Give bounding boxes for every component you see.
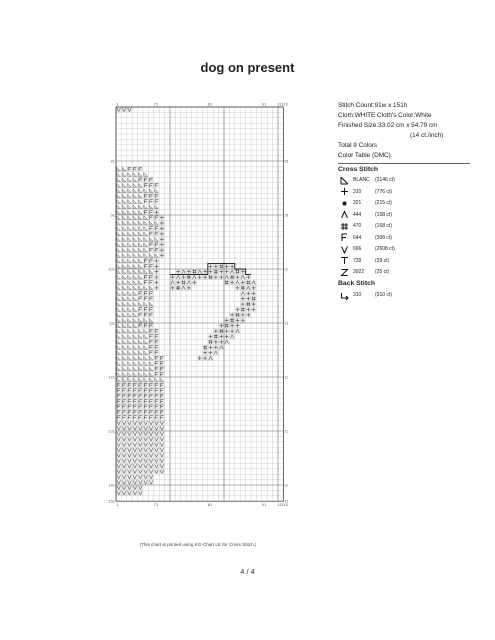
z-icon (340, 268, 349, 277)
top-axis-label: 81 (208, 102, 213, 107)
cross-stitch-legend: BLANC (3146 ct) 310 (776 ct) 321 (215 ct) 444 (… (338, 175, 470, 279)
bottom-axis-label: 81 (208, 502, 213, 507)
stitch-count-value: (158 ct) (375, 211, 392, 218)
back-stitch-legend-row: 310 (910 ct) (338, 289, 470, 301)
left-axis-label: 131 (108, 429, 115, 434)
cross-stitch-legend-row: 310 (776 ct) (338, 186, 470, 198)
left-axis-label: 121 (108, 375, 115, 380)
top-axis-label: 1 (116, 102, 119, 107)
footer-note: (This chart is printed using KG-Chart LE… (139, 542, 257, 547)
dmc-code: 321 (353, 200, 362, 207)
cross-stitch-legend-row: 470 (168 ct) (338, 221, 470, 233)
back-stitch-heading: Back Stitch (338, 280, 376, 288)
cross-stitch-legend-row: BLANC (3146 ct) (338, 175, 470, 187)
right-axis-label: 151 (284, 499, 288, 504)
bottom-axis-label: 1 (116, 502, 119, 507)
stitch-count-value: (3146 ct) (375, 177, 395, 184)
page-number: 4 / 4 (240, 567, 255, 576)
stitch-count-value: (215 ct) (375, 200, 392, 207)
color-table-header: Color Table (DMC) (338, 151, 470, 164)
right-axis-label: 81 (284, 159, 288, 164)
top-axis-label: 111 (277, 102, 284, 107)
dmc-code: 310 (353, 291, 362, 298)
dmc-code: 644 (353, 234, 362, 241)
right-axis-label: 91 (284, 213, 288, 218)
stitch-count-value: (776 ct) (375, 188, 392, 195)
cross-stitch-legend-row: 444 (158 ct) (338, 209, 470, 221)
stitch-symbols (116, 107, 256, 496)
back-stitch-outline (170, 263, 251, 275)
left-axis-label: 81 (111, 159, 116, 164)
right-axis-label: 141 (284, 483, 288, 488)
dmc-code: 3022 (353, 269, 365, 276)
bottom-axis-label: 91 (262, 502, 267, 507)
cross-stitch-heading: Cross Stitch (338, 165, 379, 173)
stitch-count-value: (2608 ct) (375, 246, 395, 253)
dmc-code: 444 (353, 211, 362, 218)
left-axis-label: 91 (111, 213, 116, 218)
finished-size-inch: (14 ct./inch) (410, 132, 444, 140)
stitch-count-value: (39 ct) (375, 257, 390, 264)
finished-size: Finished Size:33.02 cm x 54.79 cm (338, 122, 438, 130)
right-axis-label: 131 (284, 429, 288, 434)
f-icon (340, 233, 349, 242)
left-axis-label: 141 (108, 483, 115, 488)
left-axis-label: 111 (109, 321, 116, 326)
top-axis-label: 71 (154, 102, 159, 107)
v-icon (340, 245, 349, 254)
dmc-code: 310 (353, 188, 362, 195)
bottom-axis-label: 101 (283, 502, 288, 507)
cross-stitch-legend-row: 666 (2608 ct) (338, 244, 470, 256)
cross-stitch-legend-row: 644 (308 ct) (338, 232, 470, 244)
right-axis-label: 121 (284, 375, 288, 380)
stitch-count-value: (308 ct) (375, 234, 392, 241)
bottom-axis-label: 71 (154, 502, 159, 507)
back-stitch-icon (340, 291, 349, 300)
chart-border (115, 106, 284, 502)
dmc-code: BLANC (353, 177, 370, 184)
left-axis-label: 101 (108, 267, 115, 272)
t-icon (340, 256, 349, 265)
dmc-code: 739 (353, 257, 362, 264)
stitch-count-value: (168 ct) (375, 223, 392, 230)
cross-stitch-chart: 1718191101111171819110111181819191101101… (108, 100, 288, 540)
dmc-code: 470 (353, 223, 362, 230)
chart-info-panel: Stitch Count:91w x 151h Cloth:WHITE Clot… (338, 101, 470, 301)
diagonal-triangle-icon (340, 176, 349, 185)
caret-icon (340, 210, 349, 219)
bottom-axis-label: 111 (277, 502, 284, 507)
cross-stitch-legend-row: 739 (39 ct) (338, 255, 470, 267)
total-colors: Total 9 Colors (338, 142, 378, 150)
dot-icon (340, 199, 349, 208)
cross-stitch-legend-row: 321 (215 ct) (338, 198, 470, 210)
stitch-count-value: (910 ct) (375, 291, 392, 298)
hash-icon (340, 222, 349, 231)
cross-stitch-legend-row: 3022 (25 ct) (338, 267, 470, 279)
right-axis-label: 111 (284, 321, 288, 326)
page-title: dog on present (200, 60, 295, 75)
stitch-count: Stitch Count:91w x 151h (338, 102, 408, 109)
chart-grid (115, 106, 284, 502)
left-axis-label: 151 (108, 499, 115, 504)
top-axis-label: 101 (283, 102, 288, 107)
right-axis-label: 101 (284, 267, 288, 272)
top-axis-label: 91 (262, 102, 267, 107)
stitch-count-value: (25 ct) (375, 269, 390, 276)
back-stitch-legend: 310 (910 ct) (338, 289, 470, 301)
plus-icon (340, 187, 349, 196)
cloth-info: Cloth:WHITE Cloth's Color:White (338, 112, 432, 120)
dmc-code: 666 (353, 246, 362, 253)
